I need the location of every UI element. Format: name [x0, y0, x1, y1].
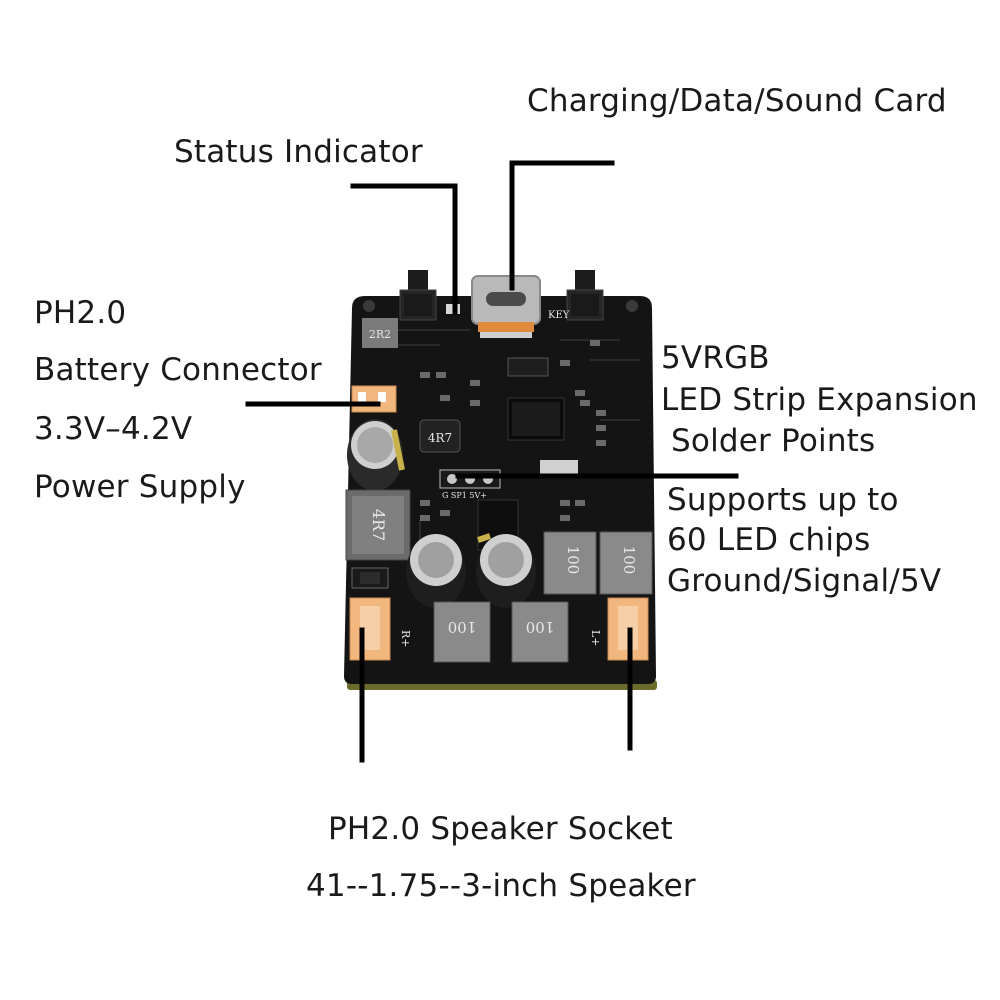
capacitor-mid-left [406, 534, 466, 608]
inductor-big-label: 4R7 [369, 509, 388, 541]
crystal-oscillator [507, 357, 549, 377]
speaker-connector-left: R+ [349, 597, 412, 661]
rgb-label-line1: 5VRGB [661, 340, 770, 376]
leader-sound-card [509, 160, 615, 291]
smd-components [350, 340, 606, 556]
inductor-top-label: 2R2 [369, 328, 391, 341]
inductor-100-d: 100 [511, 601, 569, 663]
main-ic-chip [507, 397, 565, 441]
led-support-line3: Ground/Signal/5V [667, 563, 942, 599]
battery-label-line2: Battery Connector [34, 352, 322, 388]
inductor-big: 4R7 [345, 489, 411, 561]
rgb-label-line3: Solder Points [661, 423, 876, 459]
inductor-d-label: 100 [526, 618, 555, 636]
inductor-100-c: 100 [433, 601, 491, 663]
terminal-right-silkscreen: L+ [589, 630, 602, 647]
usb-c-port [471, 275, 541, 338]
terminal-left-silkscreen: R+ [399, 630, 412, 648]
leader-lines [245, 160, 739, 763]
battery-label-line1: PH2.0 [34, 295, 127, 331]
inductor-top-left: 2R2 [362, 318, 398, 348]
rgb-label-line2: LED Strip Expansion [661, 382, 978, 418]
battery-label-line4: Power Supply [34, 469, 246, 505]
sound-card-label: Charging/Data/Sound Card [527, 83, 947, 119]
capacitor-mid-right [476, 533, 536, 608]
status-indicator-label: Status Indicator [174, 134, 423, 170]
battery-connector [351, 385, 397, 413]
capacitor-left [347, 419, 405, 491]
inductor-b-label: 100 [620, 546, 638, 575]
pads-silkscreen: G SP1 5V+ [442, 491, 487, 500]
right-push-button [566, 270, 604, 321]
battery-label-line3: 3.3V–4.2V [34, 411, 193, 447]
inductor-a-label: 100 [564, 546, 582, 575]
inductor-mid: 4R7 [419, 419, 461, 453]
led-support-line2: 60 LED chips [667, 522, 871, 558]
leader-status [350, 183, 458, 315]
inductor-100-a: 100 [543, 531, 597, 595]
inductor-c-label: 100 [448, 618, 477, 636]
inductor-mid-label: 4R7 [428, 431, 452, 445]
speaker-label-line1: PH2.0 Speaker Socket [328, 811, 673, 847]
led-support-line1: Supports up to [667, 482, 899, 518]
inductor-100-b: 100 [599, 531, 653, 595]
diode-body [360, 572, 380, 584]
key-silkscreen: KEY [548, 310, 570, 321]
slide-switch [540, 460, 578, 474]
left-push-button [399, 270, 437, 321]
speaker-label-line2: 41--1.75--3-inch Speaker [306, 868, 696, 904]
